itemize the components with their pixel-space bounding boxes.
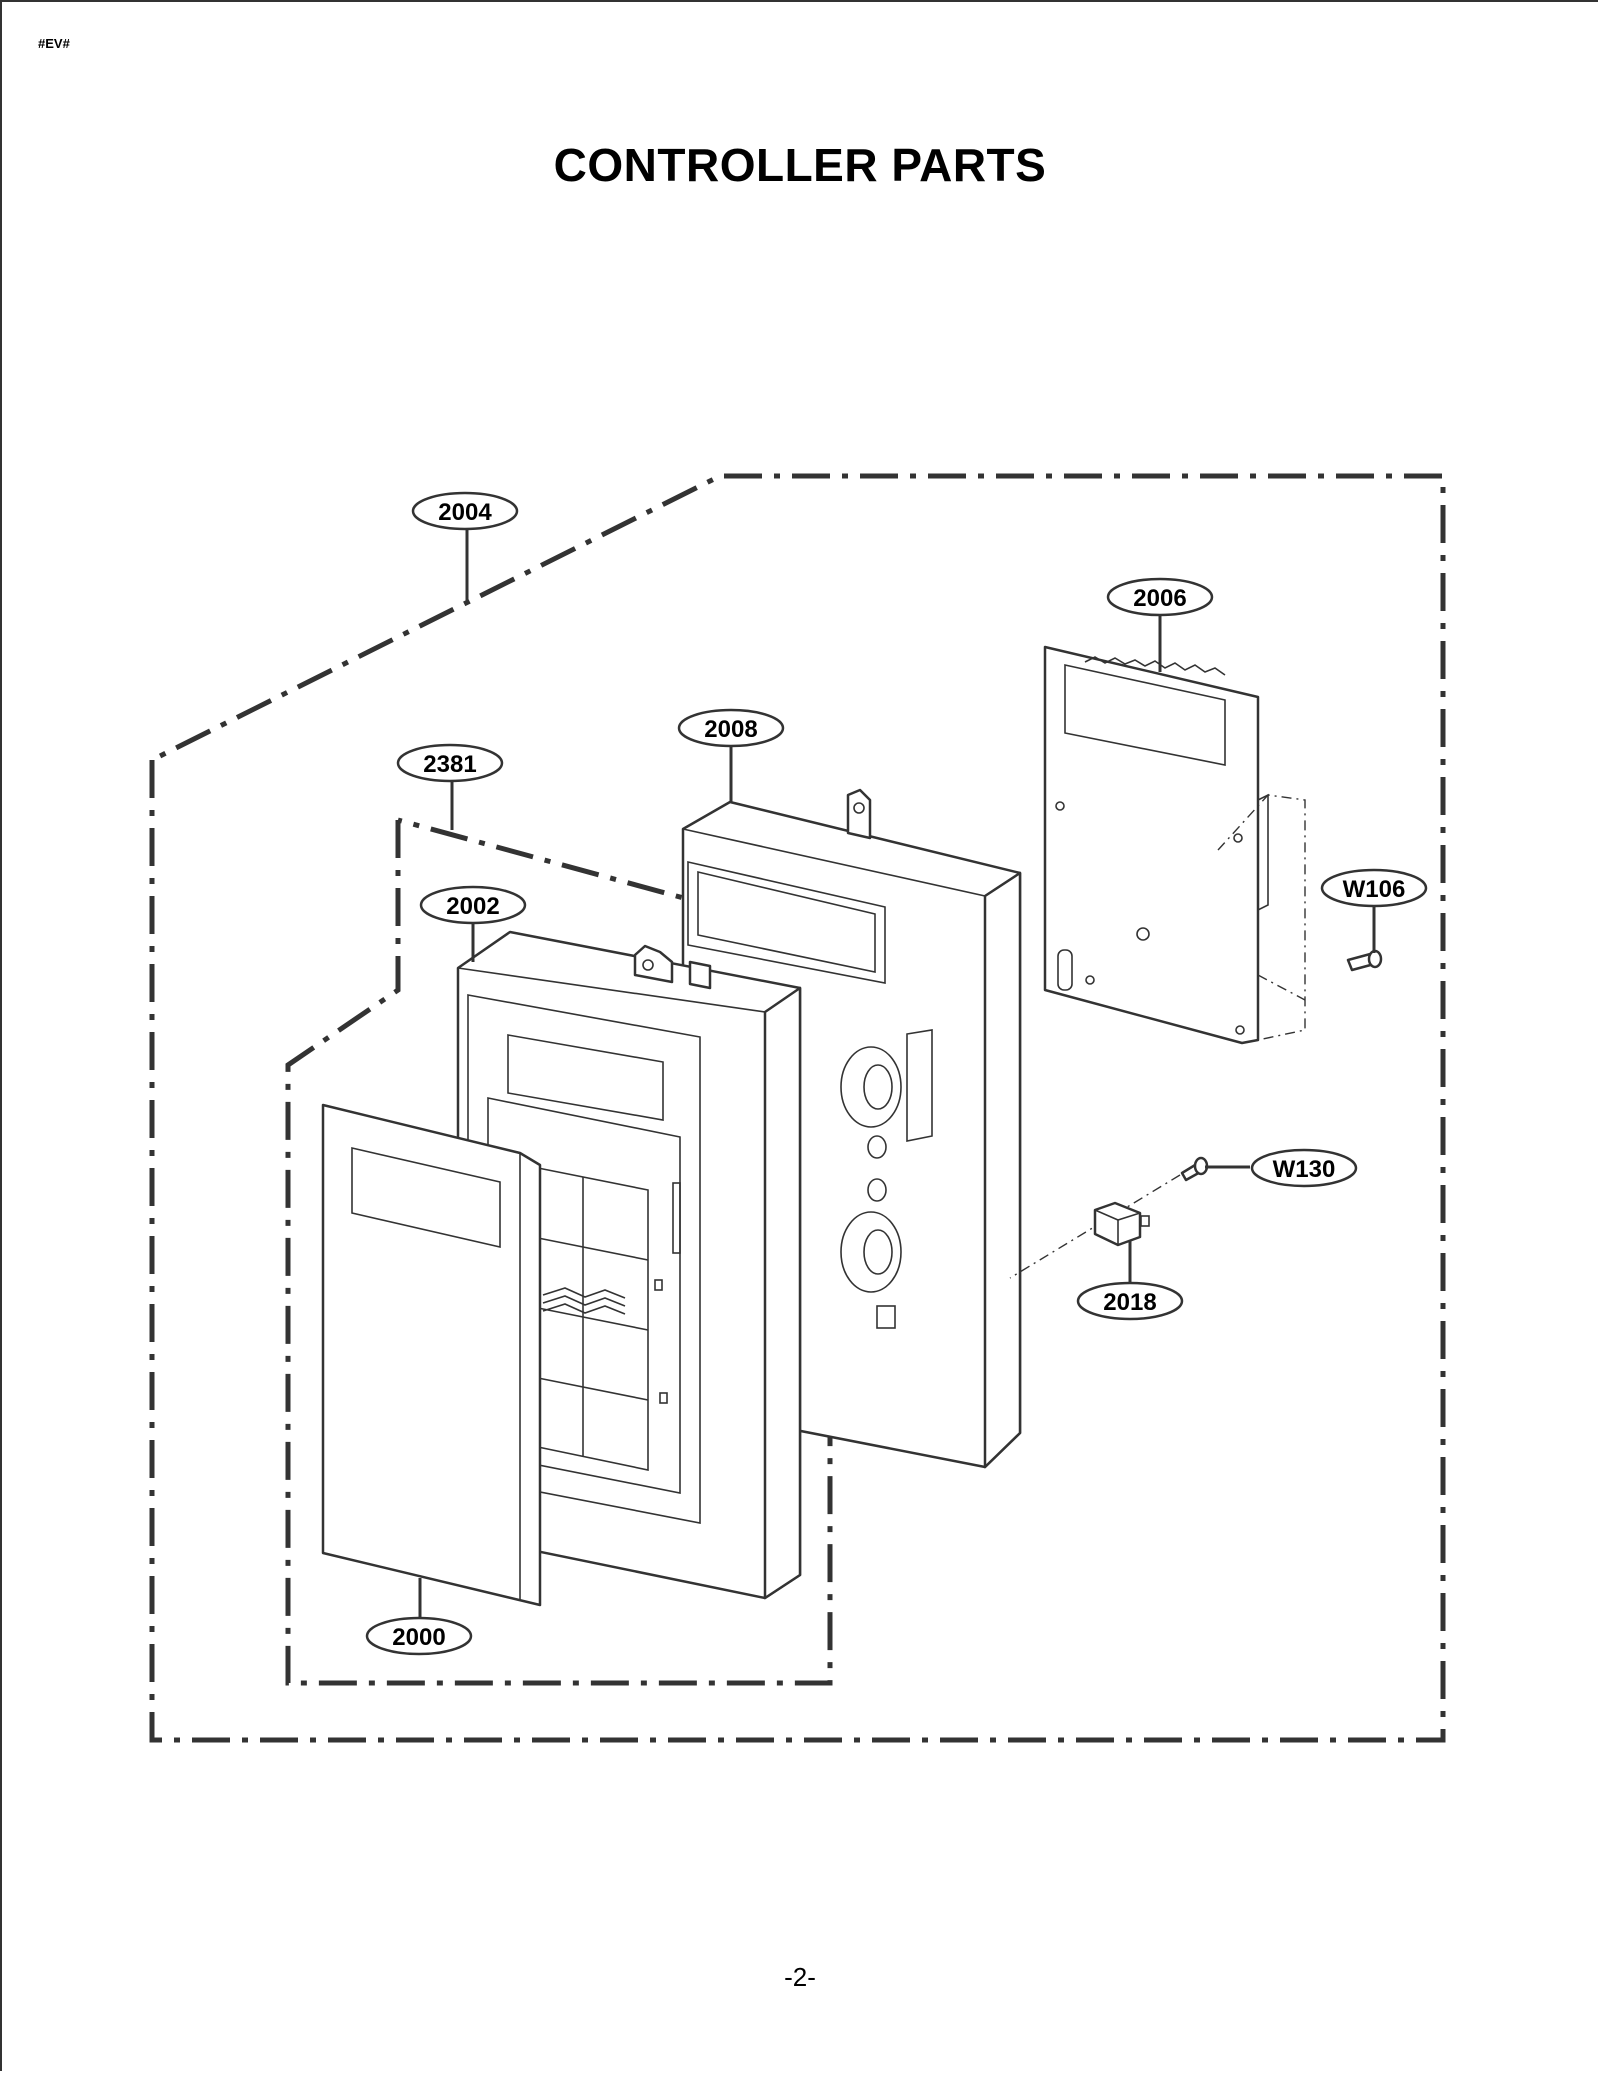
callout-label: 2006 bbox=[1133, 585, 1186, 612]
callout-2381: 2381 bbox=[396, 743, 504, 783]
callout-2000: 2000 bbox=[365, 1616, 473, 1656]
callout-w130: W130 bbox=[1250, 1148, 1358, 1188]
callout-label: 2000 bbox=[392, 1624, 445, 1651]
callout-label: 2004 bbox=[438, 499, 492, 526]
part-2000-front-cover bbox=[321, 1103, 542, 1607]
callout-label: W106 bbox=[1343, 876, 1406, 903]
callout-2002: 2002 bbox=[419, 885, 527, 925]
callout-2004: 2004 bbox=[411, 491, 519, 531]
part-2006-pcb bbox=[1043, 645, 1306, 1045]
part-2002-front-frame bbox=[456, 930, 802, 1600]
callout-label: 2002 bbox=[446, 893, 499, 920]
callout-w106: W106 bbox=[1320, 868, 1428, 908]
document-tag: #EV# bbox=[38, 36, 70, 51]
callout-label: 2381 bbox=[423, 751, 476, 778]
callout-2018: 2018 bbox=[1076, 1281, 1184, 1321]
part-2018-relay bbox=[1093, 1201, 1150, 1247]
callout-label: 2018 bbox=[1103, 1289, 1156, 1316]
callout-label: 2008 bbox=[704, 716, 757, 743]
assembly-boundary-2004 bbox=[149, 473, 1446, 1743]
callout-label: W130 bbox=[1273, 1156, 1336, 1183]
page-title: CONTROLLER PARTS bbox=[553, 139, 1047, 191]
part-w106-screw bbox=[1346, 949, 1383, 972]
callout-2006: 2006 bbox=[1106, 577, 1214, 617]
page-number: -2- bbox=[784, 1962, 816, 1992]
callout-2008: 2008 bbox=[677, 708, 785, 748]
